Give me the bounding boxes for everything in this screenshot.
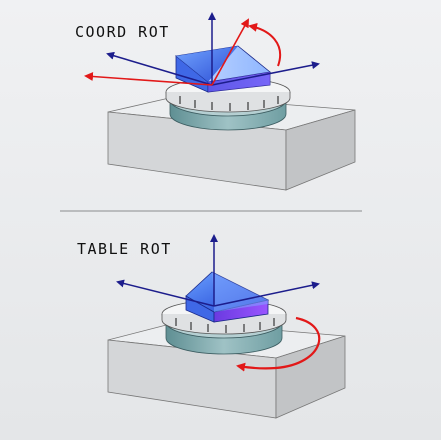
panel-label-table-rot: TABLE ROT [77,240,172,258]
table-rotation-arrow [236,316,321,372]
coord-rotation-arc-arrow [248,22,281,67]
x-axis-arrow [211,61,320,86]
coord-rot-panel [84,12,356,191]
rotated-z-axis-arrow [211,18,249,86]
panel-label-coord-rot: COORD ROT [75,23,170,41]
y-axis-arrow [116,279,215,307]
machine-axes [106,12,320,86]
rotated-axes [84,18,281,86]
wedge-workpiece [185,271,270,323]
x-axis-arrow [213,281,320,307]
rotated-y-axis-arrow [84,72,213,86]
table-rot-panel [107,234,346,419]
y-axis-arrow [106,51,213,86]
machine-axes [116,234,320,307]
